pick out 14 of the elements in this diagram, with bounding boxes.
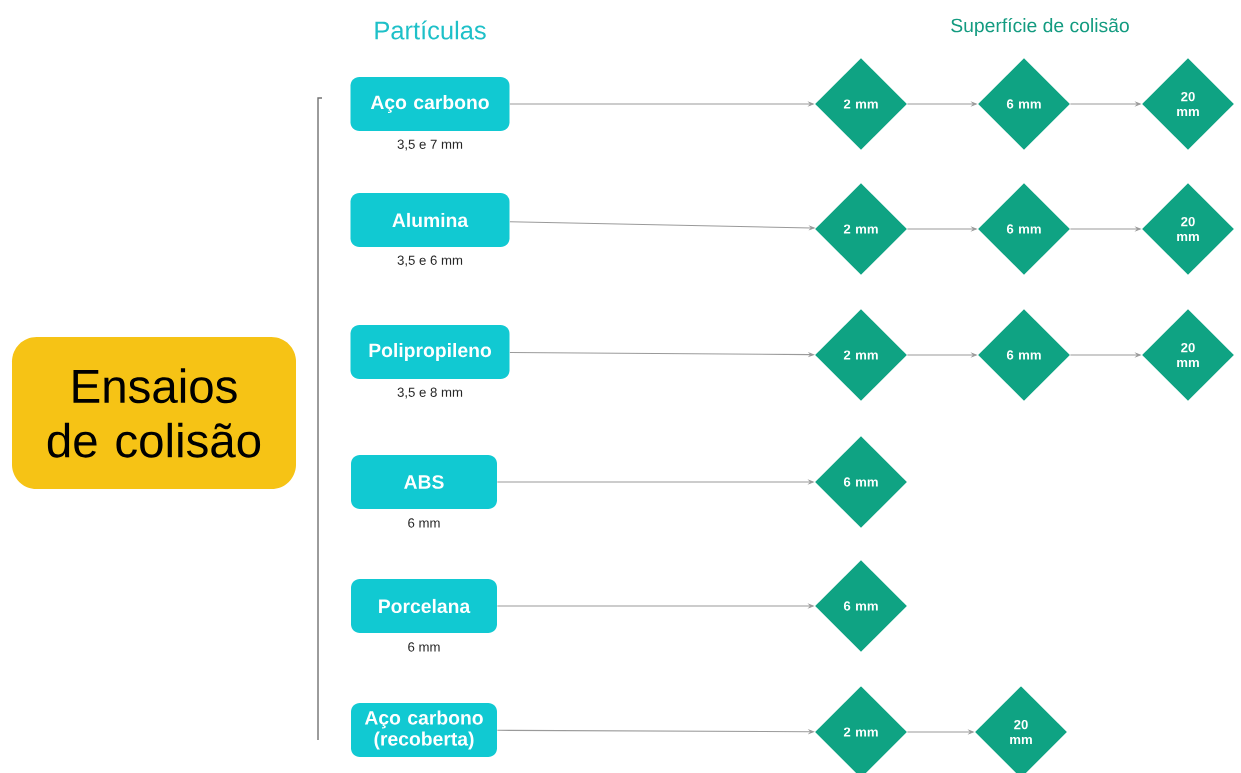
size-note: 3,5 e 6 mm bbox=[397, 255, 463, 267]
size-note: 6 mm bbox=[408, 518, 440, 528]
column-heading: Superfície de colisão bbox=[951, 17, 1129, 37]
particle-box: Alumina bbox=[350, 193, 510, 247]
particle-box: Porcelana bbox=[351, 579, 497, 633]
topic-box: Ensaios de colisão bbox=[12, 337, 296, 489]
particle-box: Polipropileno bbox=[350, 325, 510, 379]
column-heading: Partículas bbox=[375, 20, 486, 40]
particle-box: Aço carbono (recoberta) bbox=[351, 703, 497, 757]
particle-box: Aço carbono bbox=[350, 77, 510, 131]
size-note: 3,5 e 8 mm bbox=[397, 387, 463, 399]
size-note: 6 mm bbox=[408, 642, 440, 652]
particle-box: ABS bbox=[351, 455, 497, 509]
size-note: 3,5 e 7 mm bbox=[397, 139, 463, 151]
